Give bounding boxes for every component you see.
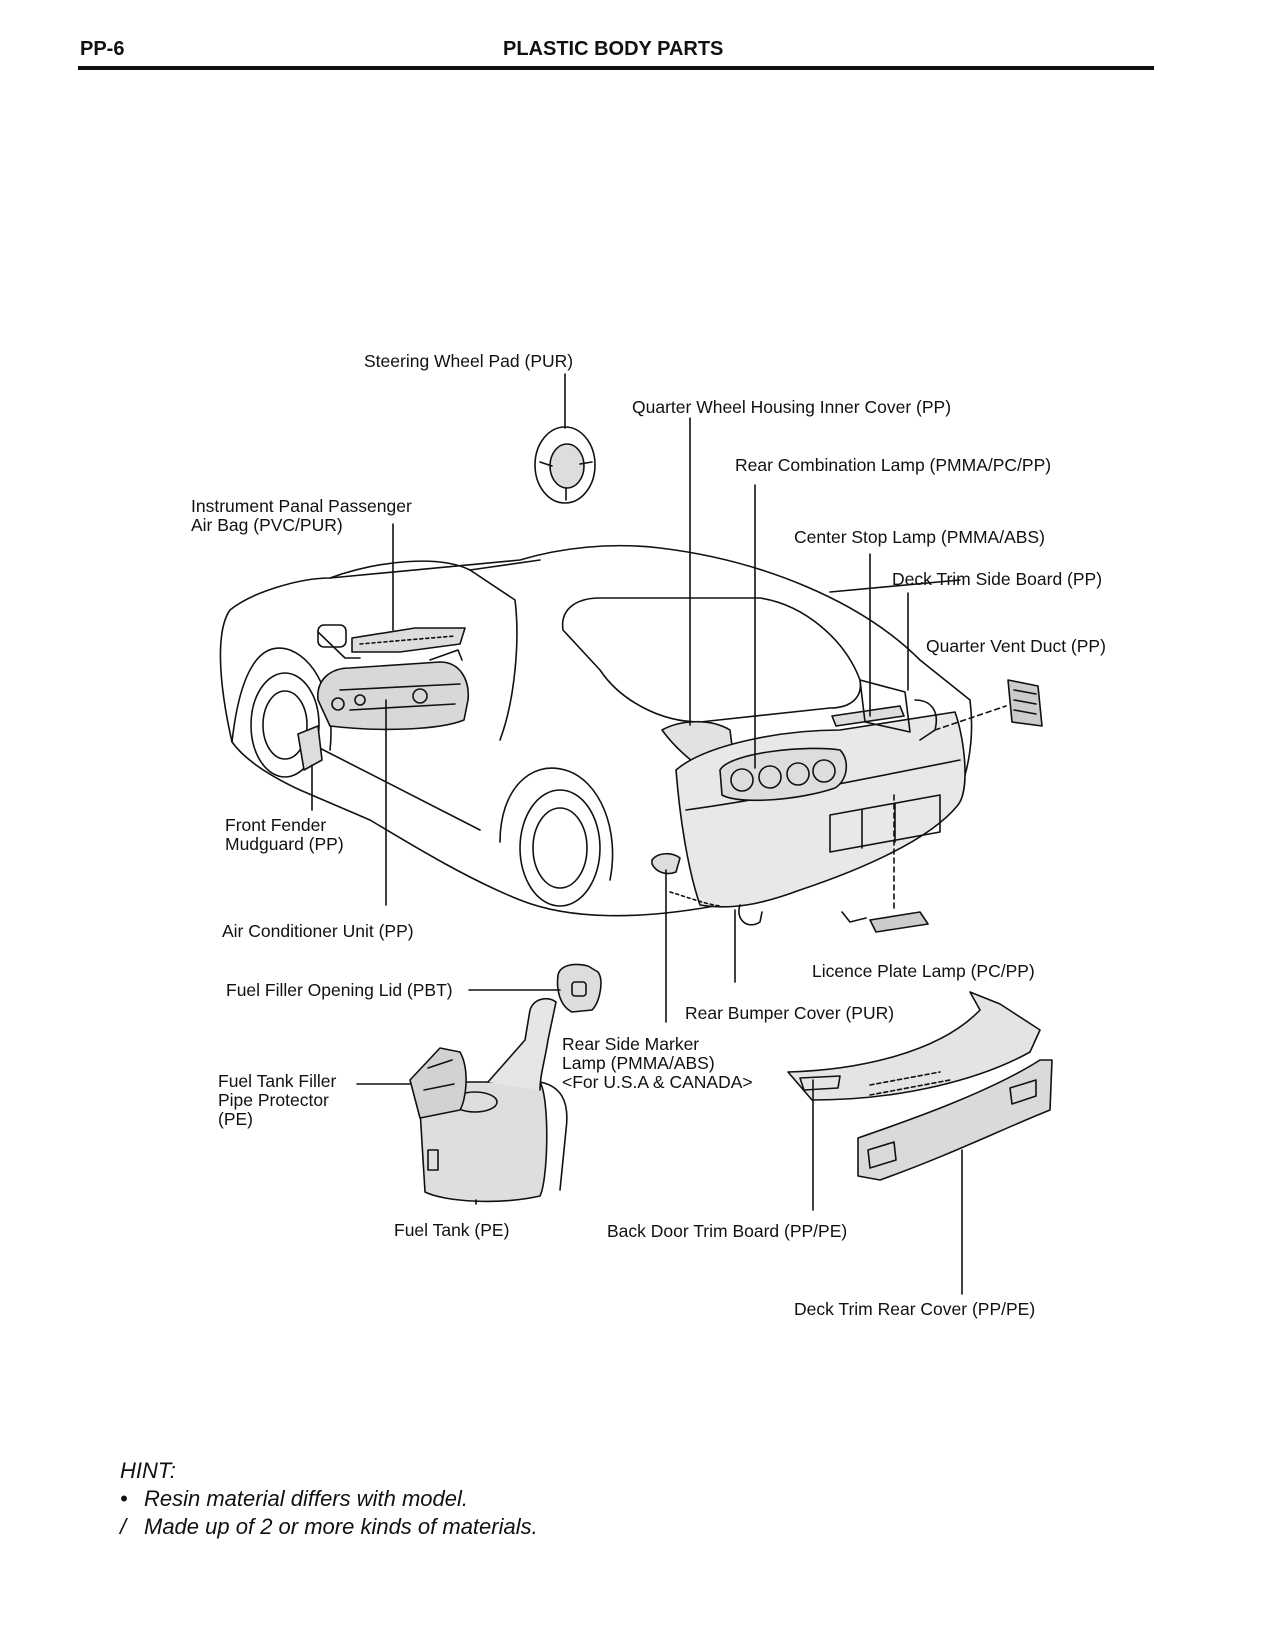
page-title: PLASTIC BODY PARTS: [503, 38, 724, 60]
page-number: PP-6: [80, 38, 125, 60]
label-instrument-airbag-line2: Air Bag (PVC/PUR): [191, 515, 343, 535]
rear-combination-lamp-drawing: [719, 747, 848, 802]
deck-trim-rear-cover-drawing: [857, 1059, 1053, 1181]
label-fuel-filler-lid: Fuel Filler Opening Lid (PBT): [226, 980, 453, 1000]
label-back-door-trim: Back Door Trim Board (PP/PE): [607, 1221, 848, 1241]
hint-item-text: Resin material differs with model.: [144, 1486, 469, 1511]
label-instrument-airbag-line1: Instrument Panal Passenger: [191, 496, 412, 516]
air-conditioner-drawing: [317, 649, 469, 731]
label-center-stop-lamp: Center Stop Lamp (PMMA/ABS): [794, 527, 1045, 547]
hint-item-text: Made up of 2 or more kinds of materials.: [144, 1514, 538, 1539]
label-fuel-tank-protector-line1: Fuel Tank Filler: [218, 1071, 337, 1091]
hint-item: / Made up of 2 or more kinds of materials…: [120, 1514, 538, 1540]
fuel-tank-drawing: [409, 997, 568, 1203]
rear-side-marker-drawing: [651, 852, 681, 875]
label-steering-wheel-pad: Steering Wheel Pad (PUR): [364, 351, 574, 371]
mudguard-drawing: [297, 725, 323, 771]
label-rear-bumper-cover: Rear Bumper Cover (PUR): [685, 1003, 895, 1023]
label-deck-trim-side-board: Deck Trim Side Board (PP): [892, 569, 1103, 589]
hint-item: • Resin material differs with model.: [120, 1486, 468, 1512]
label-quarter-vent-duct: Quarter Vent Duct (PP): [926, 636, 1106, 656]
licence-plate-lamp-drawing: [841, 794, 929, 933]
back-door-trim-drawing: [787, 991, 1041, 1101]
leader-lines: [311, 373, 963, 1295]
header-rule: [78, 66, 1154, 70]
label-fuel-tank-protector-line3: (PE): [218, 1109, 253, 1129]
slash-marker: /: [120, 1514, 127, 1539]
airbag-drawing: [351, 627, 466, 653]
label-quarter-wheel-housing: Quarter Wheel Housing Inner Cover (PP): [632, 397, 952, 417]
label-rear-side-marker-line3: <For U.S.A & CANADA>: [562, 1072, 753, 1092]
car-body-drawing: [219, 544, 973, 917]
label-air-conditioner: Air Conditioner Unit (PP): [222, 921, 414, 941]
label-fuel-tank-protector-line2: Pipe Protector: [218, 1090, 329, 1110]
label-front-fender-line2: Mudguard (PP): [225, 834, 344, 854]
bullet-marker: •: [120, 1486, 128, 1511]
steering-wheel-drawing: [534, 426, 596, 504]
fuel-filler-lid-drawing: [556, 963, 602, 1013]
label-deck-trim-rear-cover: Deck Trim Rear Cover (PP/PE): [794, 1299, 1036, 1319]
label-fuel-tank: Fuel Tank (PE): [394, 1220, 510, 1240]
hint-title: HINT:: [120, 1458, 176, 1483]
label-licence-plate-lamp: Licence Plate Lamp (PC/PP): [812, 961, 1035, 981]
label-rear-side-marker-line2: Lamp (PMMA/ABS): [562, 1053, 715, 1073]
label-front-fender-line1: Front Fender: [225, 815, 327, 835]
label-rear-combination-lamp: Rear Combination Lamp (PMMA/PC/PP): [735, 455, 1052, 475]
quarter-vent-duct-drawing: [934, 679, 1043, 731]
label-rear-side-marker-line1: Rear Side Marker: [562, 1034, 700, 1054]
